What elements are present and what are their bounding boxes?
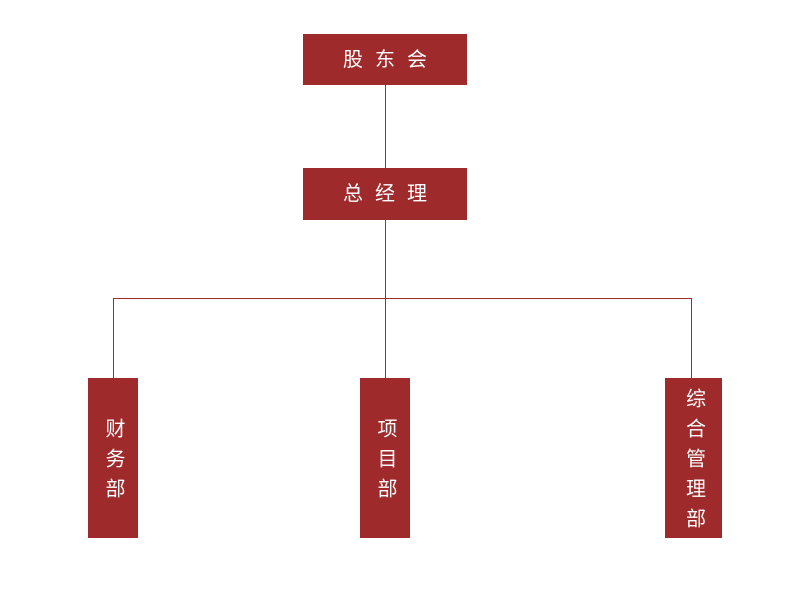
connector-manager-trunk: [385, 220, 386, 378]
org-node-label: 财务部: [102, 418, 124, 508]
org-node-label: 项目部: [374, 418, 396, 508]
connector-bus-to-general-admin-dept: [691, 298, 692, 378]
connector-bus-to-finance-dept: [113, 298, 114, 378]
org-node-project-dept: 项目部: [360, 378, 410, 538]
org-node-label: 股东会: [343, 48, 439, 71]
org-node-label: 综合管理部: [682, 388, 705, 538]
org-node-general-admin-dept: 综合管理部: [665, 378, 722, 538]
connector-shareholders-to-manager: [385, 85, 386, 168]
org-node-finance-dept: 财务部: [88, 378, 138, 538]
org-node-label: 总经理: [343, 183, 439, 205]
connector-horizontal-bus: [113, 298, 691, 299]
org-node-general-manager: 总经理: [303, 168, 467, 220]
org-node-shareholders: 股东会: [303, 34, 467, 85]
